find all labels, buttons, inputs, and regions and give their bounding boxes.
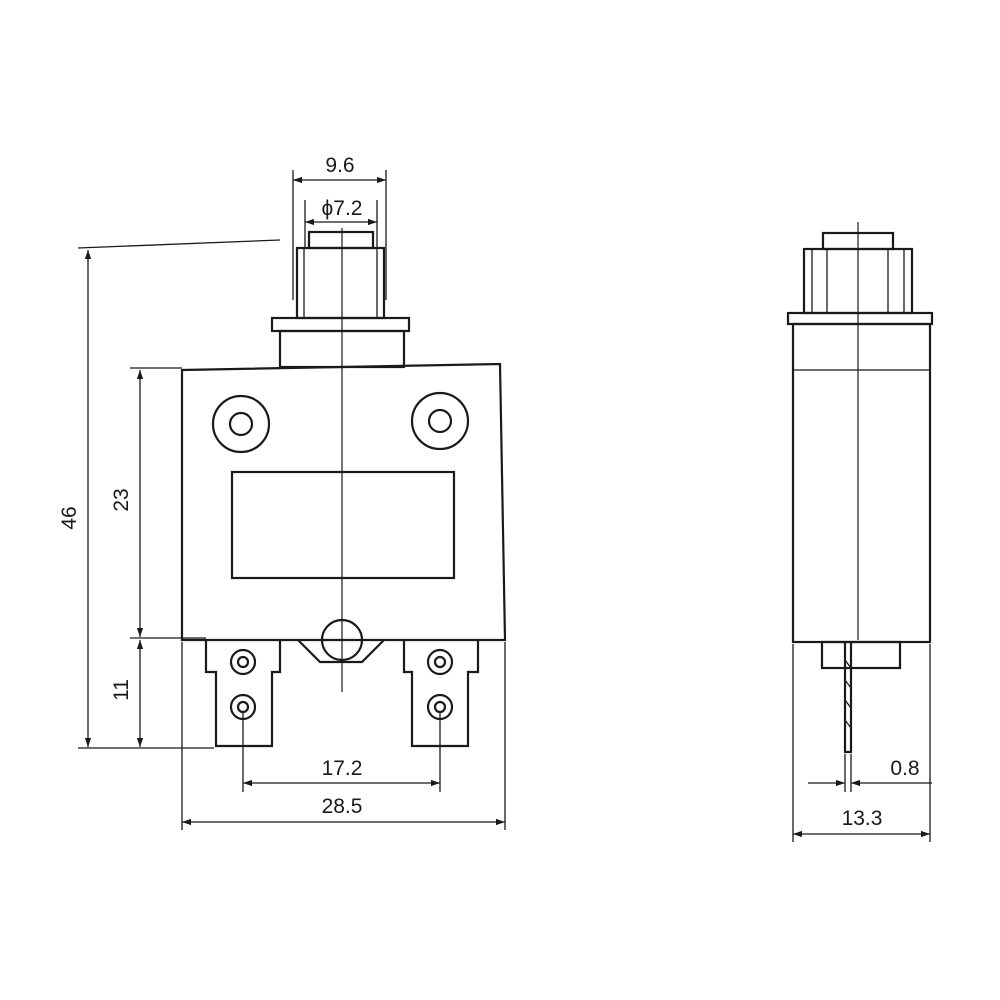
front-dimensions: 9.6 ϕ7.2 46 23 11 17.2 28.5 — [58, 154, 506, 830]
terminal-right-hole-top — [426, 648, 454, 676]
collar-flange — [270, 316, 411, 333]
center-stud — [297, 639, 385, 664]
front-view — [180, 228, 507, 748]
mounting-hole-right — [410, 391, 470, 451]
side-blade — [843, 642, 853, 754]
side-flange — [786, 311, 934, 326]
main-body — [180, 362, 507, 642]
dim-terminal-spacing: 17.2 — [322, 757, 363, 780]
dim-cap-diameter: ϕ7.2 — [322, 197, 363, 220]
dim-cap-width: 9.6 — [325, 154, 354, 177]
terminal-left — [204, 640, 282, 748]
side-view — [786, 222, 934, 754]
terminal-left-hole-top — [229, 648, 257, 676]
side-dimensions: 0.8 13.3 — [792, 644, 932, 842]
dim-total-height: 46 — [58, 506, 81, 529]
dim-blade-thickness: 0.8 — [890, 757, 919, 780]
dim-terminal-height: 11 — [110, 679, 133, 701]
button-top — [307, 230, 375, 250]
label-window — [230, 470, 456, 580]
dim-body-height: 23 — [110, 488, 133, 511]
side-body — [791, 322, 932, 644]
terminal-right — [402, 640, 480, 748]
side-base — [820, 640, 902, 670]
dim-body-width: 28.5 — [322, 795, 363, 818]
mounting-hole-left — [211, 394, 271, 454]
dim-body-depth: 13.3 — [842, 807, 883, 830]
button-cap — [295, 246, 386, 320]
